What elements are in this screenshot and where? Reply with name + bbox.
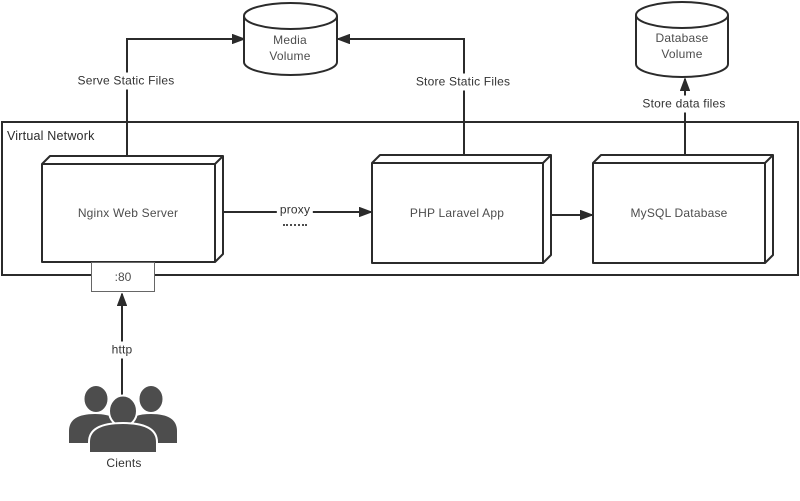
serve-static-files-label: Serve Static Files: [74, 72, 178, 90]
media-volume-label-line1: Media: [273, 33, 307, 47]
node-mysql-database: [592, 154, 774, 264]
http-label: http: [108, 341, 136, 359]
edge-serve-static-files: [126, 39, 244, 156]
proxy-dotted-underline: [283, 224, 307, 226]
php-label: PHP Laravel App: [409, 206, 505, 220]
nginx-port-badge: :80: [91, 262, 155, 292]
nginx-label: Nginx Web Server: [77, 206, 179, 220]
node-database-volume: [635, 1, 729, 78]
store-data-files-label: Store data files: [639, 95, 729, 113]
database-volume-label-line1: Database: [655, 31, 709, 45]
clients-icon: [67, 384, 179, 454]
virtual-network-boundary: [1, 121, 799, 276]
proxy-label: proxy: [276, 201, 314, 219]
media-volume-label-line2: Volume: [269, 49, 311, 63]
nginx-port-label: :80: [114, 270, 132, 284]
virtual-network-label: Virtual Network: [7, 129, 95, 143]
store-static-files-label: Store Static Files: [412, 73, 514, 91]
node-media-volume: [243, 2, 338, 76]
node-php-laravel-app: [371, 154, 552, 264]
mysql-label: MySQL Database: [630, 206, 728, 220]
edge-store-static-files: [338, 39, 465, 155]
edges: [122, 39, 685, 398]
node-nginx-web-server: [41, 155, 224, 263]
clients-label: Cients: [106, 456, 142, 470]
database-volume-label-line2: Volume: [661, 47, 703, 61]
